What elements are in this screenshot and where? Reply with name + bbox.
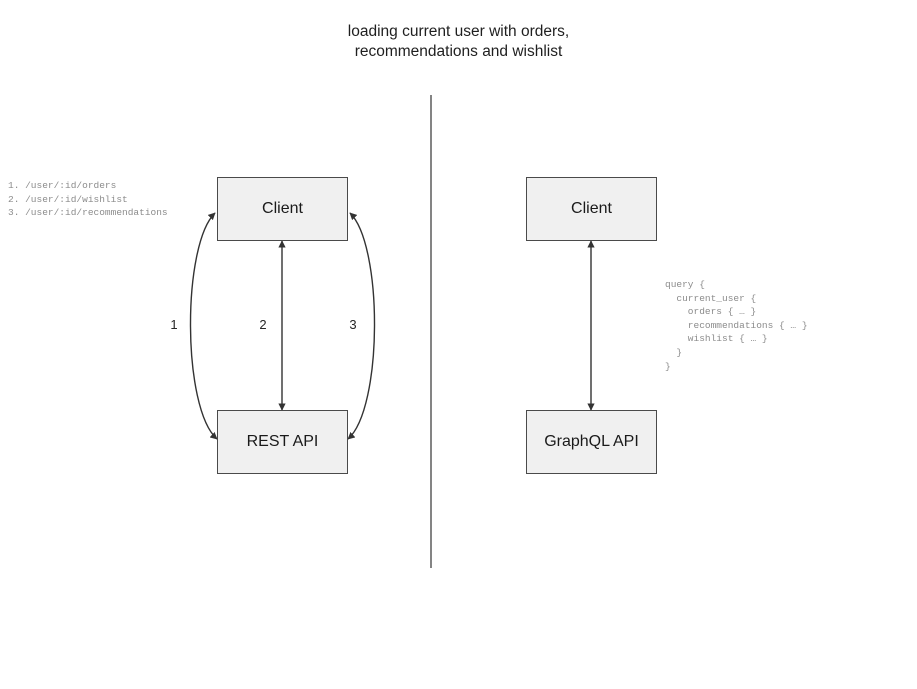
edge-label-2: 2	[259, 317, 267, 332]
rest-endpoint-list: 1. /user/:id/orders 2. /user/:id/wishlis…	[8, 180, 168, 219]
graphql-query-block: query { current_user { orders { … } reco…	[665, 279, 808, 372]
node-client-rest-label: Client	[262, 200, 303, 217]
node-client-rest[interactable]: Client	[217, 177, 348, 241]
node-client-graphql[interactable]: Client	[526, 177, 657, 241]
node-rest-api-label: REST API	[246, 433, 319, 450]
page-title: loading current user with orders, recomm…	[347, 23, 570, 60]
node-rest-api[interactable]: REST API	[217, 410, 348, 474]
edge-label-1: 1	[170, 317, 178, 332]
edge-label-3: 3	[349, 317, 357, 332]
node-graphql-api[interactable]: GraphQL API	[526, 410, 657, 474]
node-graphql-api-label: GraphQL API	[544, 433, 639, 450]
edge-1-curve	[189, 212, 218, 440]
node-client-graphql-label: Client	[571, 200, 612, 217]
